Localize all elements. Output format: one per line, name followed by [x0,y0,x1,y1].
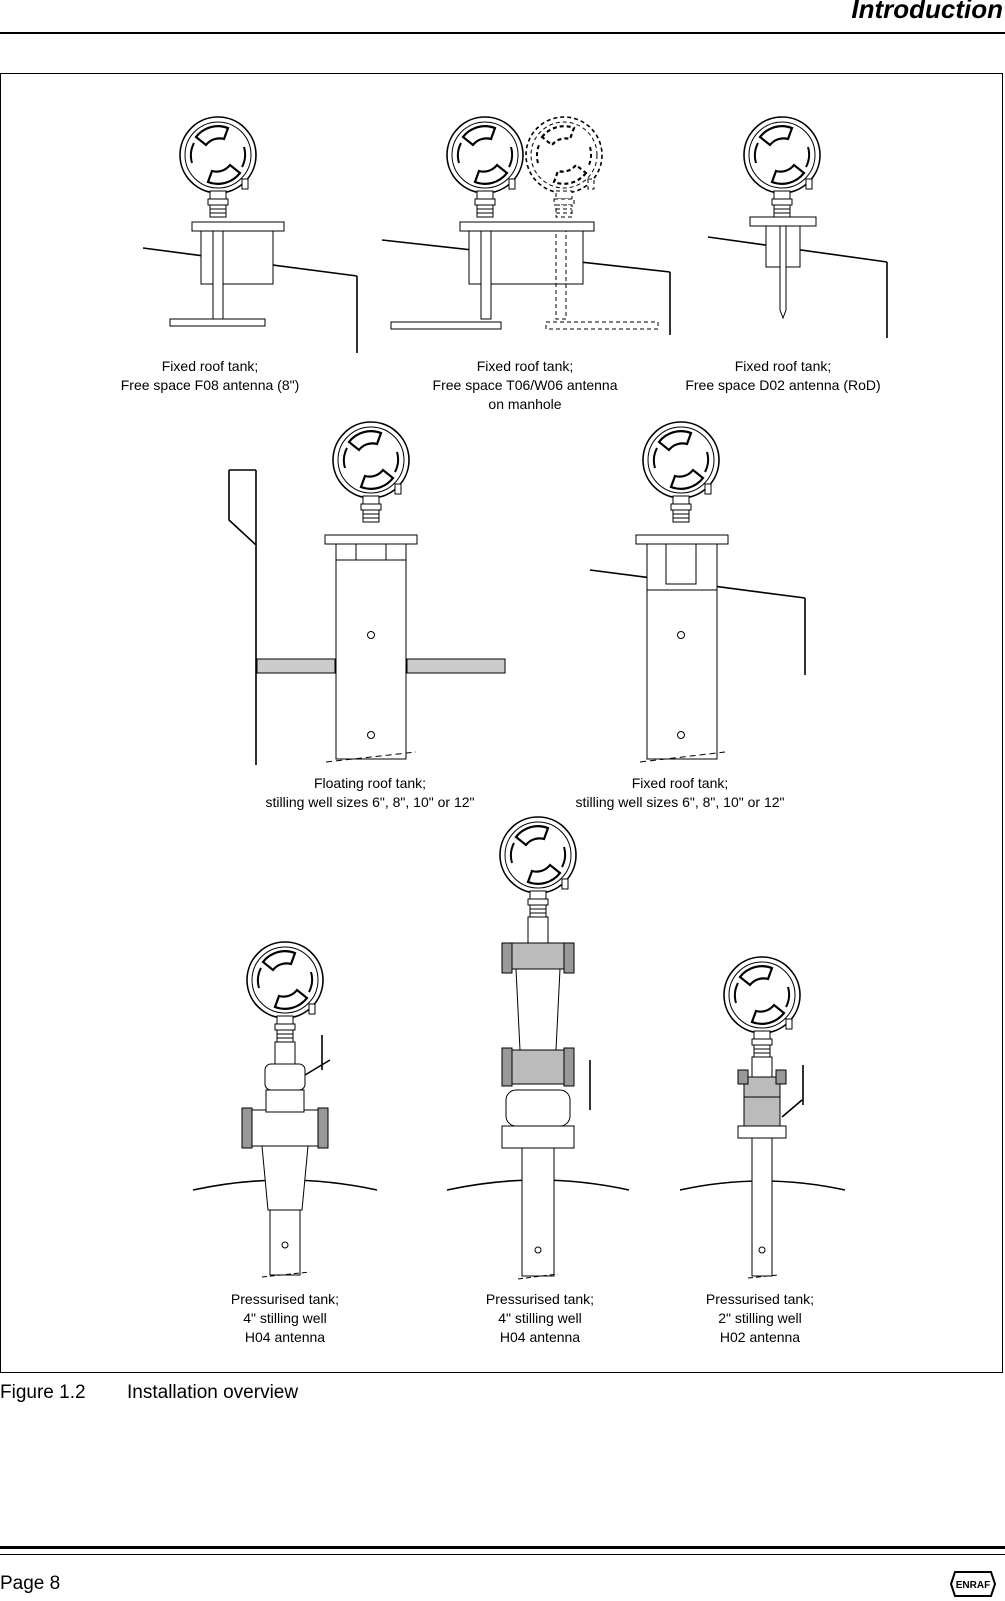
caption-floating-roof: Floating roof tank; stilling well sizes … [250,774,490,812]
d02-antenna-drawing [707,115,888,338]
caption-line: 4" stilling well [498,1310,582,1326]
header-rule [0,32,1005,34]
caption-line: 2" stilling well [718,1310,802,1326]
caption-pressurised-a: Pressurised tank; 4" stilling well H04 a… [210,1290,360,1347]
caption-line: Fixed roof tank; [161,358,259,374]
floating-roof-stilling-well-drawing [228,420,506,765]
caption-line: Pressurised tank; [485,1291,595,1307]
caption-line: Fixed roof tank; [476,358,574,374]
caption-line: Fixed roof tank; [734,358,832,374]
caption-fixed-roof-well: Fixed roof tank; stilling well sizes 6",… [560,774,800,812]
caption-line: Floating roof tank; [313,775,427,791]
caption-line: Free space F08 antenna (8") [120,377,300,393]
caption-line: Pressurised tank; [230,1291,340,1307]
figure-frame [0,73,1003,1373]
caption-line: stilling well sizes 6", 8", 10" or 12" [265,794,475,810]
t06-w06-antenna-drawing [381,115,671,335]
caption-line: Free space D02 antenna (RoD) [685,377,881,393]
figure-title: Installation overview [127,1382,299,1403]
caption-f08: Fixed roof tank; Free space F08 antenna … [100,357,320,395]
caption-line: Free space T06/W06 antenna [432,377,618,393]
caption-d02: Fixed roof tank; Free space D02 antenna … [668,357,898,395]
figure-number: Figure 1.2 [0,1382,86,1403]
footer-rule-thin [0,1554,1005,1555]
page-header-title: Introduction [851,0,1003,24]
caption-line: H04 antenna [499,1329,581,1345]
caption-line: 4" stilling well [243,1310,327,1326]
installation-drawing [142,115,888,1280]
pressurised-4in-drawing-b [446,815,630,1280]
caption-line: H02 antenna [719,1329,801,1345]
fixed-roof-stilling-well-drawing [589,420,806,763]
logo-text: ENRAF [956,1580,990,1591]
caption-line: Pressurised tank; [705,1291,815,1307]
pressurised-2in-drawing [679,955,846,1279]
caption-line: H04 antenna [244,1329,326,1345]
caption-pressurised-c: Pressurised tank; 2" stilling well H02 a… [685,1290,835,1347]
footer-rule [0,1546,1005,1549]
enraf-logo: ENRAF [949,1571,997,1597]
f08-antenna-drawing [142,115,358,353]
caption-line: Fixed roof tank; [631,775,729,791]
caption-t06-w06: Fixed roof tank; Free space T06/W06 ante… [415,357,635,414]
caption-line: stilling well sizes 6", 8", 10" or 12" [575,794,785,810]
figure-caption: Figure 1.2 Installation overview [0,1382,298,1404]
page-number: Page 8 [0,1573,61,1594]
pressurised-4in-drawing-a [192,940,378,1278]
caption-line: on manhole [488,396,562,412]
caption-pressurised-b: Pressurised tank; 4" stilling well H04 a… [465,1290,615,1347]
